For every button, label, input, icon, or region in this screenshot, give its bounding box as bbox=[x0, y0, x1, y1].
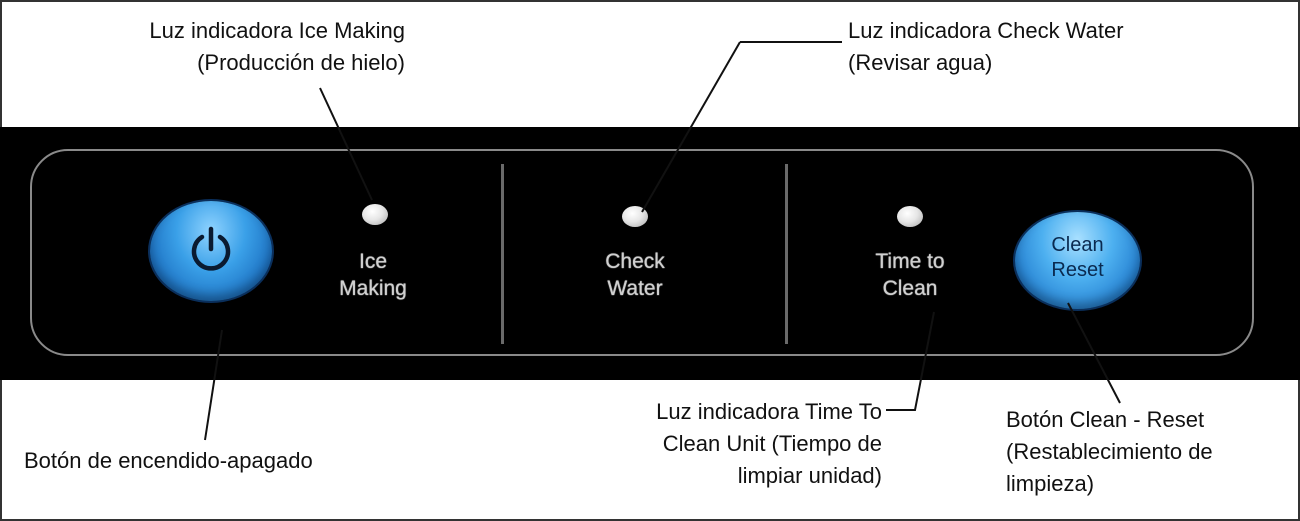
clean-reset-button[interactable]: Clean Reset bbox=[1015, 212, 1140, 309]
annotation-time-to-clean-line3: limpiar unidad) bbox=[737, 463, 882, 488]
power-icon bbox=[191, 226, 231, 271]
leader-clean-reset bbox=[1067, 302, 1121, 404]
annotation-clean-reset: Botón Clean - Reset (Restablecimiento de… bbox=[1006, 404, 1213, 500]
annotation-clean-reset-line2: (Restablecimiento de bbox=[1006, 439, 1213, 464]
clean-reset-label-line1: Clean bbox=[1051, 234, 1104, 256]
annotation-time-to-clean: Luz indicadora Time To Clean Unit (Tiemp… bbox=[560, 396, 882, 492]
leader-power-button bbox=[204, 329, 223, 441]
annotation-check-water: Luz indicadora Check Water (Revisar agua… bbox=[848, 15, 1124, 79]
panel-bezel bbox=[30, 149, 1254, 356]
power-button[interactable] bbox=[150, 201, 272, 301]
check-water-label-line1: Check bbox=[605, 250, 665, 273]
annotation-clean-reset-line3: limpieza) bbox=[1006, 471, 1095, 496]
panel-divider-right bbox=[785, 164, 788, 344]
annotation-check-water-line1: Luz indicadora Check Water bbox=[848, 18, 1124, 43]
ice-making-label-line2: Making bbox=[339, 277, 407, 300]
check-water-label-line2: Water bbox=[607, 277, 663, 300]
ice-making-label-line1: Ice bbox=[358, 250, 387, 273]
annotation-ice-making: Luz indicadora Ice Making (Producción de… bbox=[75, 15, 405, 79]
annotation-clean-reset-line1: Botón Clean - Reset bbox=[1006, 407, 1205, 432]
time-to-clean-label: Time to Clean bbox=[850, 248, 970, 302]
annotation-time-to-clean-line2: Clean Unit (Tiempo de bbox=[662, 431, 882, 456]
annotation-check-water-line2: (Revisar agua) bbox=[848, 50, 993, 75]
annotation-ice-making-line1: Luz indicadora Ice Making bbox=[149, 18, 405, 43]
time-to-clean-led bbox=[897, 206, 923, 227]
annotation-power-button-line1: Botón de encendido-apagado bbox=[24, 448, 313, 473]
leader-time-to-clean bbox=[886, 311, 935, 411]
leader-ice-making bbox=[319, 87, 373, 201]
clean-reset-label-line2: Reset bbox=[1051, 259, 1104, 281]
check-water-label: Check Water bbox=[580, 248, 690, 302]
time-to-clean-label-line2: Clean bbox=[882, 277, 938, 300]
ice-making-label: Ice Making bbox=[318, 248, 428, 302]
annotation-power-button: Botón de encendido-apagado bbox=[24, 445, 313, 477]
panel-divider-left bbox=[501, 164, 504, 344]
leader-check-water-diagonal bbox=[641, 41, 741, 213]
ice-making-led bbox=[362, 204, 388, 225]
annotation-time-to-clean-line1: Luz indicadora Time To bbox=[656, 399, 882, 424]
annotation-ice-making-line2: (Producción de hielo) bbox=[197, 50, 405, 75]
time-to-clean-label-line1: Time to bbox=[875, 250, 945, 273]
